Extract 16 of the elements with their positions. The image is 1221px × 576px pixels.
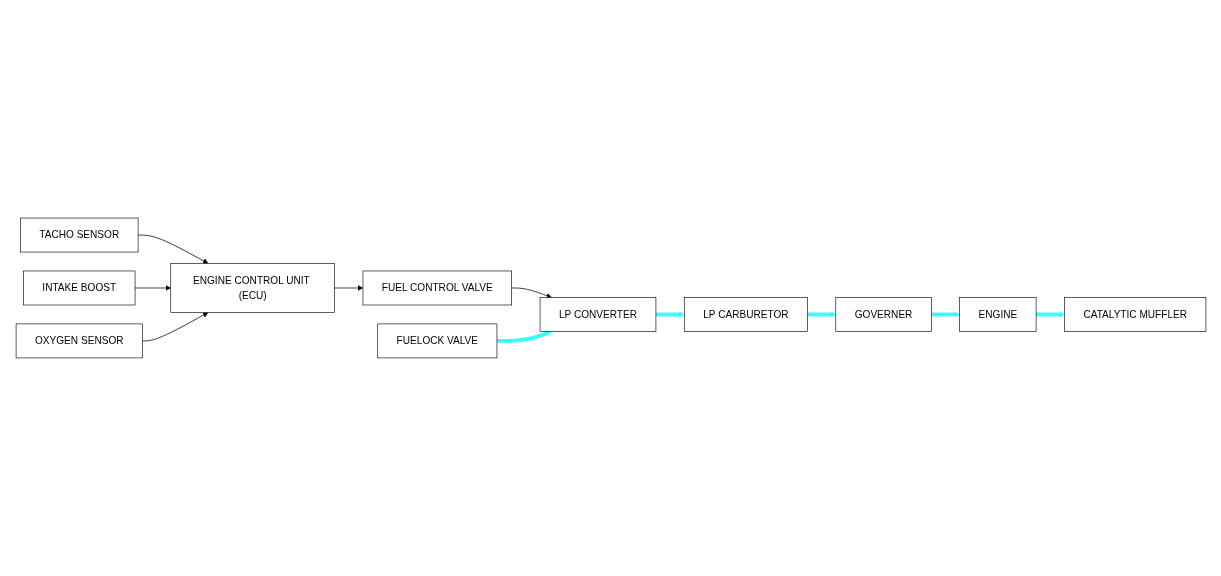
node-box: GOVERNER [835,297,932,332]
node-box: CATALYTIC MUFFLER [1063,297,1206,332]
node-box: FUELOCK VALVE [376,323,497,359]
node-box: LP CONVERTER [539,297,656,332]
arrow [1035,311,1065,318]
node-box: LP CARBURETOR [683,297,808,332]
node-box: INTAKE BOOST [22,270,135,306]
node-box: FUEL CONTROL VALVE [362,270,512,306]
node-box: OXYGEN SENSOR [15,323,143,359]
arrow [806,311,836,318]
node-box: ENGINE CONTROL UNIT (ECU) [169,263,335,313]
arrow [496,330,552,343]
node-box: TACHO SENSOR [19,217,138,253]
node-box: ENGINE [958,297,1036,332]
arrow [930,311,960,318]
arrow [655,311,685,318]
